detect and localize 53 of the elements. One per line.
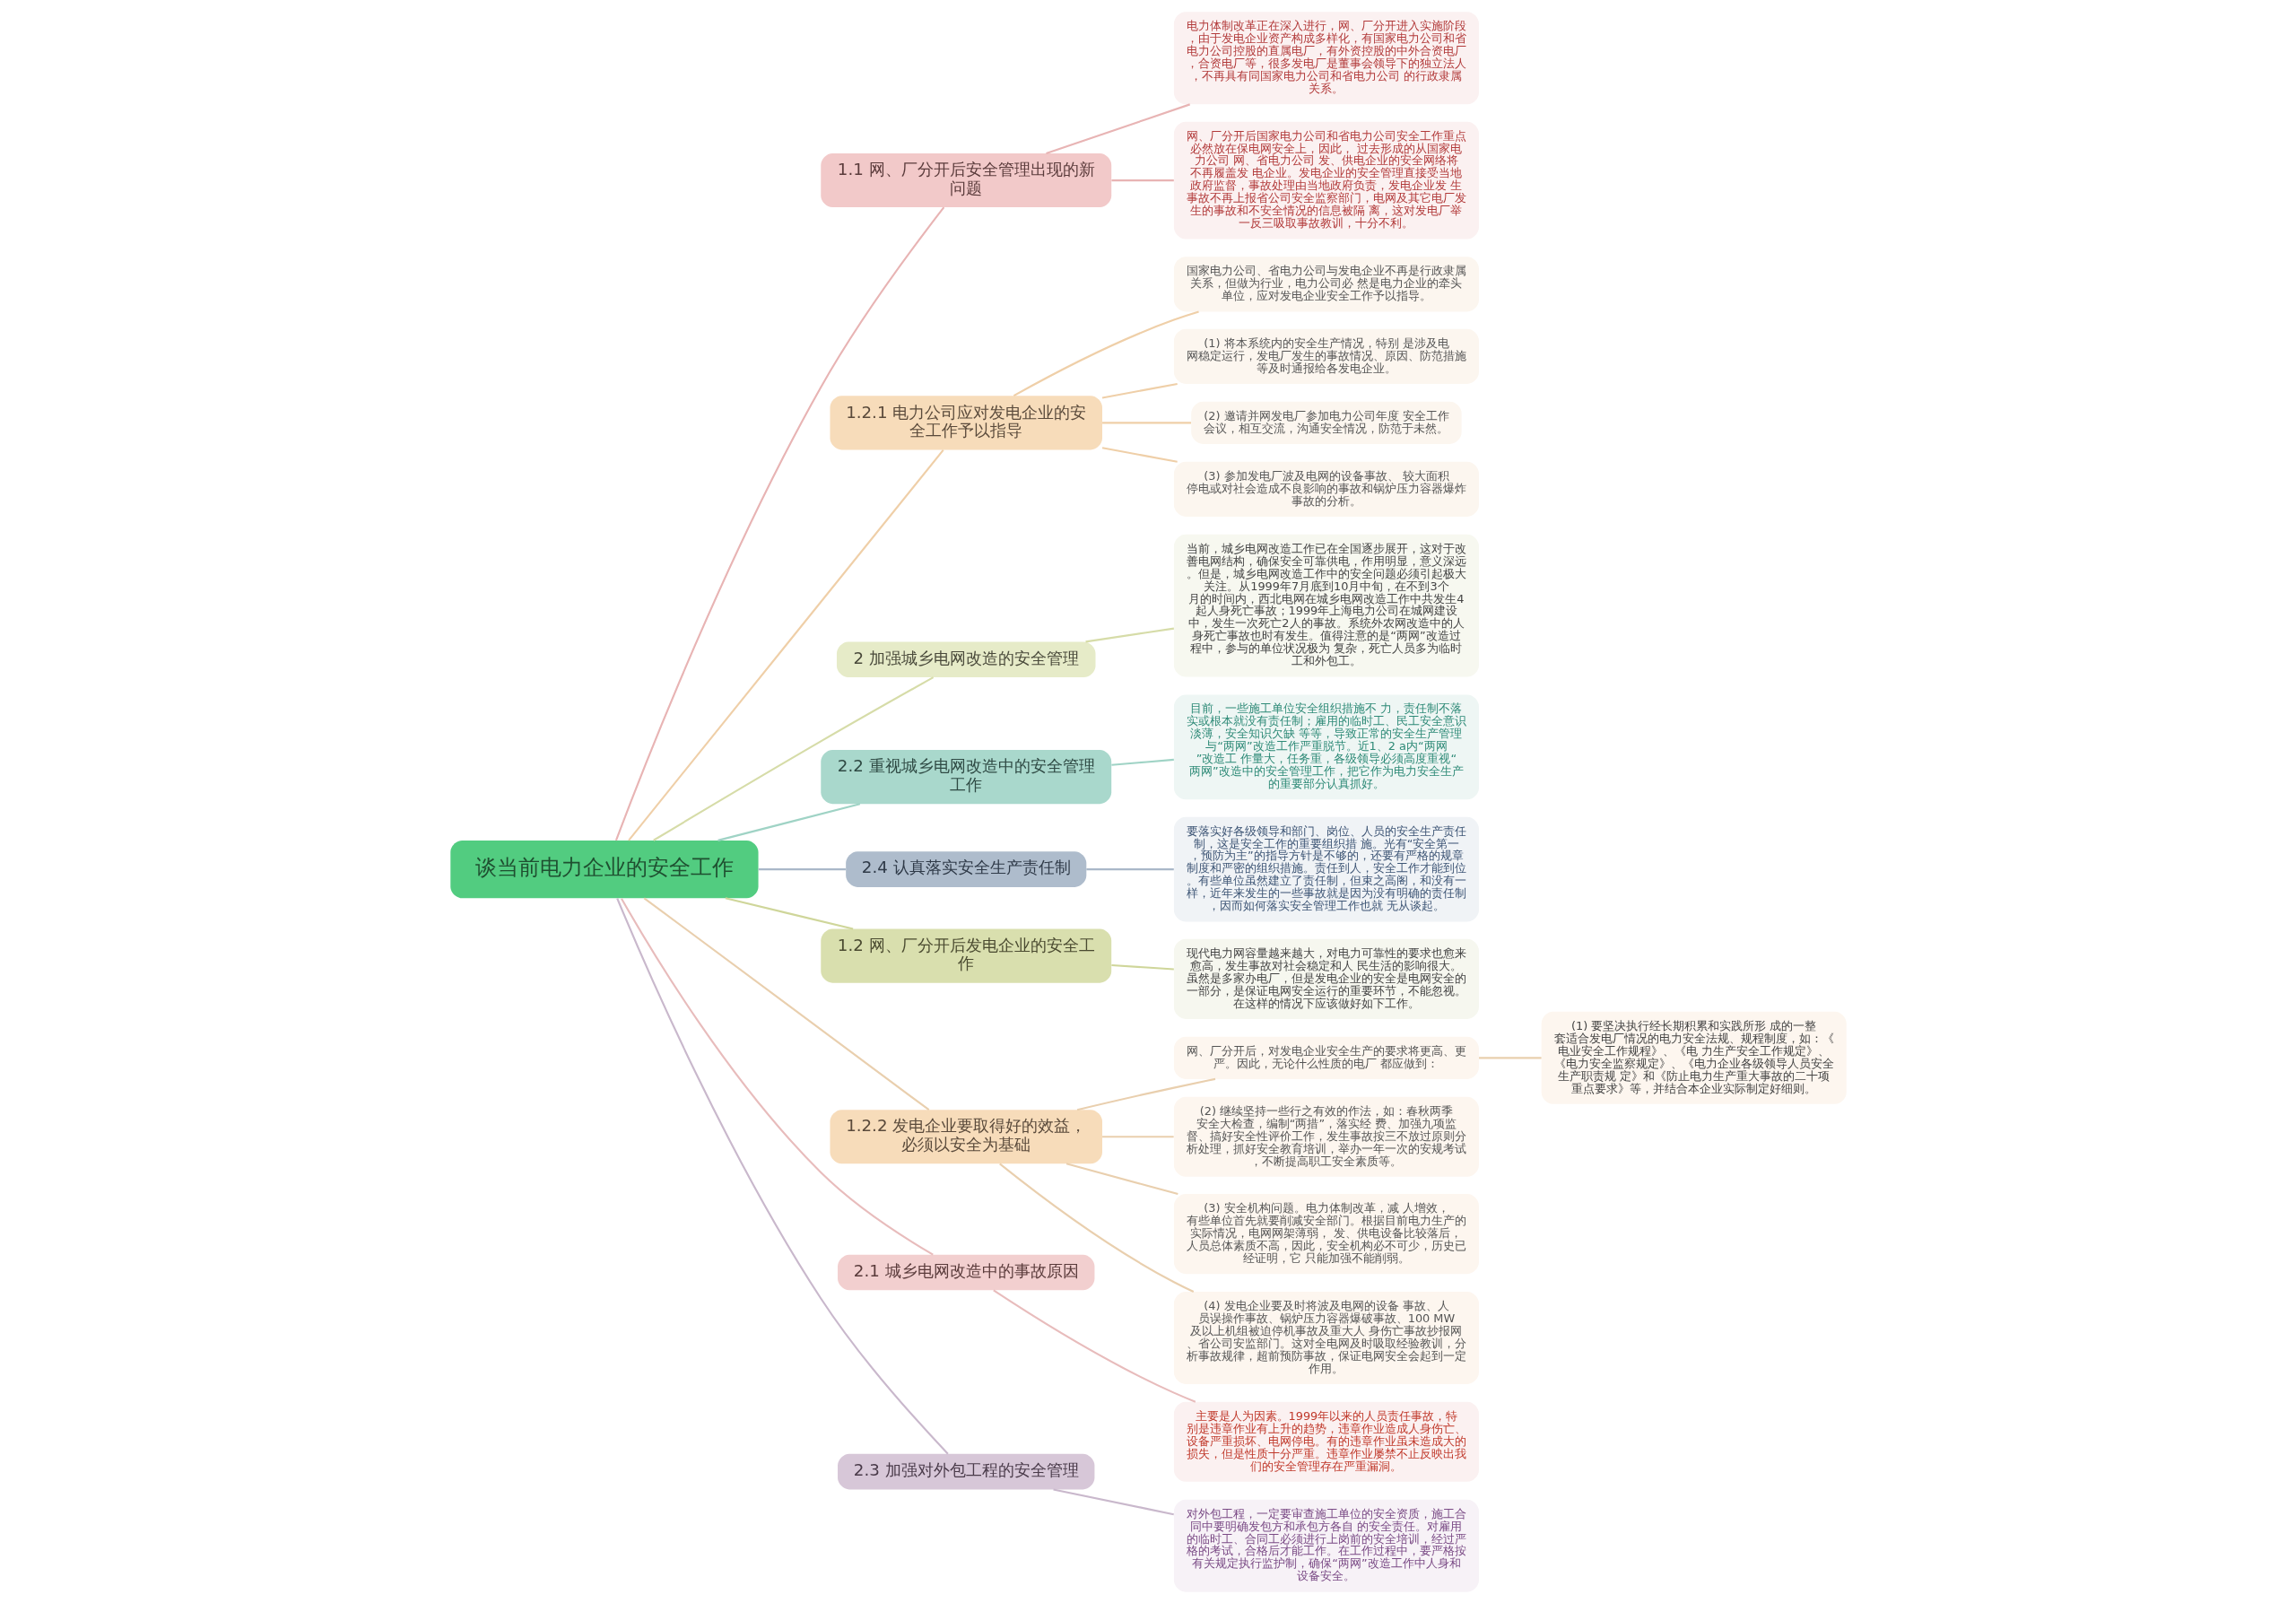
node-box: 电力体制改革正在深入进行，网、厂分开进入实施阶段，由于发电企业资产构成多样化，有国家电力公司和省电力公司控股的直属电厂，有外资控股的中外合资电厂，合资电厂等，很多发电厂是董事会领导下的独立法人，不再具有同国家电力公司和省电力公司 的行政隶属关系。 [1173, 11, 1479, 104]
node-box: 1.1 网、厂分开后安全管理出现的新问题 [820, 152, 1111, 207]
node-box: 2.4 认真落实安全生产责任制 [845, 850, 1086, 887]
connector [1076, 1077, 1215, 1111]
connector [1110, 963, 1174, 971]
node-box: (4) 发电企业要及时将波及电网的设备 事故、人员误操作事故、锅炉压力容器爆破事故、100 MW及以上机组被迫停机事故及重大人 身伤亡事故抄报网、省公司安监部门。这对全电网及时吸取经验教训，分析事故规律，超前预防事故，保证电网安全会起到一定作用。 [1173, 1291, 1479, 1384]
node-box: 2 加强城乡电网改造的安全管理 [836, 640, 1095, 677]
node-box: (1) 将本系统内的安全生产情况，特别 是涉及电网稳定运行，发电厂发生的事故情况、原因、防范措施等及时通报给各发电企业。 [1173, 328, 1479, 384]
node-box: 目前，一些施工单位安全组织措施不 力，责任制不落实或根本就没有责任制；雇用的临时工、民工安全意识淡薄，安全知识欠缺 等等，导致正常的安全生产管理与“两网”改造工作严重脱节。近1、2 a内“两网”改造工 作量大，任务重，各级领导必须高度重视“两网”改造中的安全管理工作，把它作为电力安全生产的重要部分认真抓好。 [1173, 693, 1479, 799]
connector [1085, 867, 1174, 870]
connector [1478, 1056, 1542, 1059]
connector [1110, 179, 1174, 181]
connector [1101, 1135, 1174, 1137]
connector [1065, 1162, 1178, 1195]
connector [1084, 627, 1174, 642]
node-box: 1.2.2 发电企业要取得好的效益，必须以安全为基础 [829, 1109, 1102, 1163]
connector [758, 867, 846, 870]
node-box: (1) 要坚决执行经长期积累和实践所形 成的一整套适合发电厂情况的电力安全法规、规程制度，如：《电业安全工作规程》、《电 力生产安全工作规定》、《电力安全监察规定》、《电力企业各级领导人员安全生产职责规 定》和《防止电力生产重大事故的二十项重点要求》等，并结合本企业实际制定好细则。 [1541, 1011, 1847, 1104]
node-box: 2.1 城乡电网改造中的事故原因 [837, 1254, 1094, 1290]
connector [992, 1289, 1196, 1403]
node-box: 1.2.1 电力公司应对发电企业的安全工作予以指导 [829, 395, 1102, 449]
node-box: 主要是人为因素。1999年以来的人员责任事故，特别是违章作业有上升的趋势，违章作业造成人身伤亡、设备严重损坏、电网停电。有的违章作业虽未造成大的损失，但是性质十分严重。违章作业屡禁不止反映出我们的安全管理存在严重漏洞。 [1173, 1401, 1479, 1482]
node-box: (2) 继续坚持一些行之有效的作法，如：春秋两季安全大检查，编制“两措”，落实经 费、加强九项监督、搞好安全性评价工作，发生事故按三不放过原则分析处理，抓好安全教育培训，举办一年一次的安规考试，不断提高职工安全素质等。 [1173, 1096, 1479, 1177]
connector [627, 449, 944, 841]
connector [1052, 1487, 1174, 1515]
connector [717, 802, 860, 841]
node-box: 2.2 重视城乡电网改造中的安全管理工作 [820, 749, 1111, 804]
node-box: (3) 参加发电厂波及电网的设备事故、 较大面积停电或对社会造成不良影响的事故和锅炉压力容器爆炸事故的分析。 [1173, 461, 1479, 517]
connector [1101, 421, 1191, 423]
connector [620, 897, 934, 1256]
connector [614, 206, 944, 841]
connector [643, 896, 929, 1111]
node-box: (2) 邀请并网发电厂参加电力公司年度 安全工作会议，相互交流，沟通安全情况，防范于未然。 [1190, 401, 1462, 444]
connector [1110, 758, 1174, 766]
node-box: (3) 安全机构问题。电力体制改革，减 人增效，有些单位首先就要削减安全部门。根据目前电力生产的实际情况，电网网架薄弱， 发、供电设备比较落后，人员总体素质不高，因此，安全机构必不可少，历史已经证明，它 只能加强不能削弱。 [1173, 1193, 1479, 1274]
node-box: 谈当前电力企业的安全工作 [449, 840, 759, 898]
node-box: 1.2 网、厂分开后发电企业的安全工作 [820, 928, 1111, 983]
connector [1045, 102, 1190, 154]
node-box: 网、厂分开后国家电力公司和省电力公司安全工作重点必然放在保电网安全上，因此， 过去形成的从国家电力公司 网、省电力公司 发、供电企业的安全网络将不再履盖发 电企业。发电企业的安全管理直接受当地政府监督，事故处理由当地政府负责，发电企业发 生事故不再上报省公司安全监察部门，电网及其它电厂发生的事故和不安全情况的信息被隔 离，这对发电厂举一反三吸取事故教训，十分不利。 [1173, 121, 1479, 239]
connector [1101, 446, 1178, 463]
node-box: 2.3 加强对外包工程的安全管理 [837, 1453, 1094, 1489]
node-box: 当前，城乡电网改造工作已在全国逐步展开，这对于改善电网结构，确保安全可靠供电，作用明显，意义深远。但是，城乡电网改造工作中的安全问题必须引起极大关注。从1999年7月底到10月中旬，在不到3个月的时间内，西北电网在城乡电网改造工作中共发生4起人身死亡事故；1999年上海电力公司在城网建设中，发生一次死亡2人的事故。系统外农网改造中的人身死亡事故也时有发生。值得注意的是“两网”改造过程中，参与的单位状况极为 复杂，死亡人员多为临时工和外包工。 [1173, 534, 1479, 677]
node-box: 要落实好各级领导和部门、岗位、人员的安全生产责任制，这是安全工作的重要组织措 施。光有“安全第一，预防为主”的指导方针是不够的，还要有严格的规章制度和严密的组织措施。责任到人，安全工作才能到位。有些单位虽然建立了责任制，但束之高阁，和没有一样，近年来发生的一些事故就是因为没有明确的责任制，因而如何落实安全管理工作也就 无从谈起。 [1173, 816, 1479, 922]
connector [998, 1163, 1194, 1293]
node-box: 网、厂分开后，对发电企业安全生产的要求将更高、更严。因此，无论什么性质的电厂 都应做到： [1173, 1036, 1479, 1079]
node-box: 国家电力公司、省电力公司与发电企业不再是行政隶属关系，但做为行业，电力公司必 然是电力企业的牵头单位，应对发电企业安全工作予以指导。 [1173, 256, 1479, 311]
node-box: 对外包工程，一定要审查施工单位的安全资质，施工合同中要明确发包方和承包方各自 的安全责任。对雇用的临时工、合同工必须进行上岗前的安全培训，经过严格的考试，合格后才能工作。在工作过程中，要严格按有关规定执行监护制，确保“两网”改造工作中人身和设备安全。 [1173, 1499, 1479, 1592]
node-box: 现代电力网容量越来越大，对电力可靠性的要求也愈来愈高，发生事故对社会稳定和人 民生活的影响很大。虽然是多家办电厂，但是发电企业的安全是电网安全的一部分，是保证电网安全运行的重要环节，不能忽视。在这样的情况下应该做好如下工作。 [1173, 938, 1479, 1019]
connector [652, 675, 934, 841]
connector [1101, 382, 1178, 398]
connector [725, 896, 853, 930]
connector [1013, 310, 1199, 396]
connector [615, 897, 949, 1454]
